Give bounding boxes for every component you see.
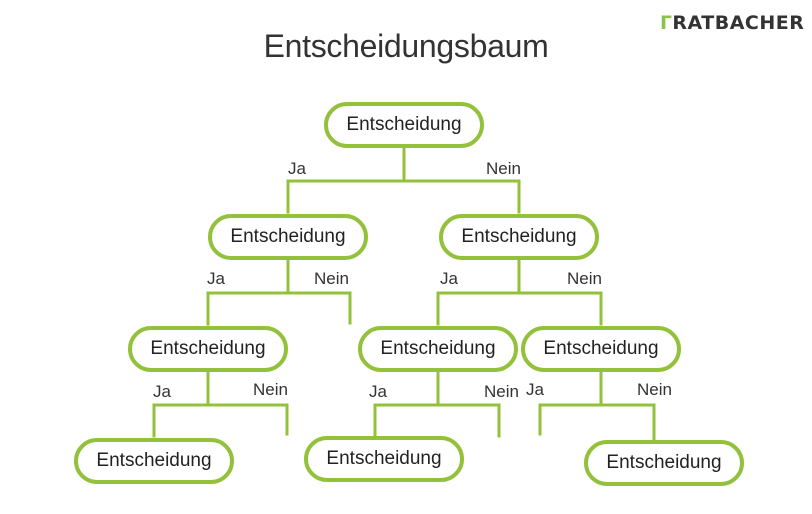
branch-label-no: Nein: [484, 382, 519, 401]
connector-mid-l2: [373, 370, 501, 438]
decision-node-l3-left: Entscheidung: [74, 438, 234, 484]
decision-node-root: Entscheidung: [324, 102, 484, 148]
brand-logo: ᒥRATBACHER: [660, 12, 804, 34]
decision-node-l3-right: Entscheidung: [584, 440, 744, 486]
branch-label-yes: Ja: [153, 382, 171, 401]
branch-label-no: Nein: [637, 380, 672, 399]
branch-label-no: Nein: [567, 269, 602, 288]
decision-node-l2-left: Entscheidung: [128, 326, 288, 372]
branch-label-no: Nein: [314, 269, 349, 288]
branch-label-yes: Ja: [526, 380, 544, 399]
branch-label-yes: Ja: [369, 382, 387, 401]
connector-left-l2: [152, 370, 289, 438]
decision-node-l3-mid: Entscheidung: [304, 436, 464, 482]
logo-text: RATBACHER: [672, 12, 805, 34]
branch-label-yes: Ja: [288, 159, 306, 178]
branch-label-no: Nein: [253, 380, 288, 399]
logo-mark-icon: ᒥ: [660, 12, 673, 34]
decision-node-l1-right: Entscheidung: [439, 214, 599, 260]
connector-right-l1: [436, 258, 603, 326]
connector-root: [286, 146, 521, 214]
connector-left-l1: [206, 258, 352, 326]
connector-right-l2: [538, 370, 656, 442]
branch-label-yes: Ja: [440, 269, 458, 288]
decision-node-l1-left: Entscheidung: [208, 214, 368, 260]
diagram-title: Entscheidungsbaum: [263, 28, 549, 64]
decision-node-l2-right: Entscheidung: [521, 326, 681, 372]
branch-label-no: Nein: [486, 159, 521, 178]
branch-label-yes: Ja: [207, 269, 225, 288]
decision-node-l2-mid: Entscheidung: [358, 326, 518, 372]
